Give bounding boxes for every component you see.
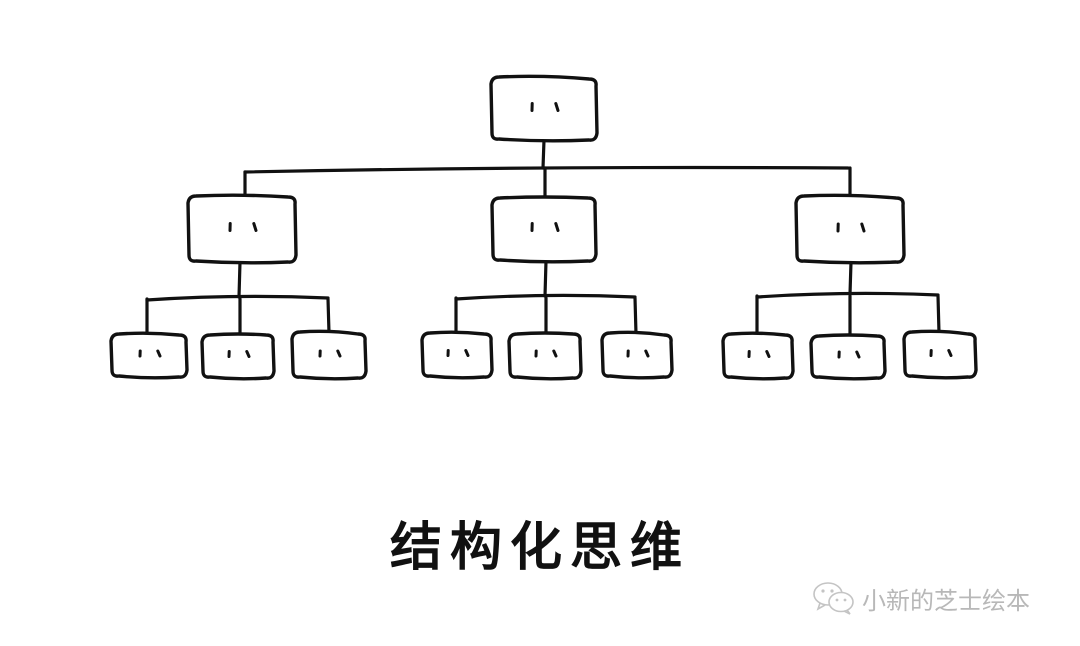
face-mark [860,222,866,233]
node-leaf-7 [721,331,795,381]
branch-stem-3 [848,260,853,296]
branch-stem-2 [543,259,548,298]
diagram-title: 结构化思维 [389,518,690,578]
face-mark [464,349,470,357]
branch-bus-1 [145,294,330,302]
watermark: 小新的芝士绘本 [812,580,1030,616]
face-mark [252,222,258,232]
wechat-icon [813,582,854,615]
face-mark [644,349,650,358]
face-mark [245,350,251,358]
face-mark [947,349,953,357]
node-branch-right-box [794,193,906,265]
face-mark [855,350,861,359]
node-branch-middle [490,195,598,264]
root-bus [243,165,850,174]
node-leaf-3 [290,329,368,381]
node-leaf-8-box [809,333,887,381]
node-branch-right [794,193,906,265]
branch-stem-1 [237,260,242,299]
node-leaf-2 [200,332,276,381]
node-leaf-9-box [902,329,978,380]
connectors [145,138,941,337]
node-branch-left-box [186,193,298,265]
watermark-text: 小新的芝士绘本 [862,586,1030,615]
node-leaf-9 [902,329,978,380]
root-stem [541,138,546,170]
node-root-box [489,74,599,143]
nodes [109,74,978,381]
leaf-drop [936,294,941,335]
branch-bus-2 [454,293,637,301]
node-branch-middle-box [490,195,598,264]
face-mark [156,349,162,358]
node-leaf-8 [809,333,887,381]
node-leaf-4-box [420,330,494,380]
leaf-drop [326,297,331,335]
node-leaf-1 [109,331,189,380]
node-leaf-6 [600,330,674,380]
node-leaf-5 [507,331,583,381]
face-mark [554,102,560,112]
face-mark [552,349,558,358]
leaf-drop [633,296,638,336]
node-leaf-6-box [600,330,674,380]
node-root [489,74,599,143]
branch-bus-3 [755,291,940,299]
node-leaf-2-box [200,332,276,381]
node-leaf-7-box [721,331,795,381]
node-leaf-3-box [290,329,368,381]
node-leaf-5-box [507,331,583,381]
node-leaf-4 [420,330,494,380]
face-mark [336,349,342,358]
face-mark [554,222,560,232]
node-leaf-1-box [109,331,189,380]
node-branch-left [186,193,298,265]
face-mark [765,350,771,358]
